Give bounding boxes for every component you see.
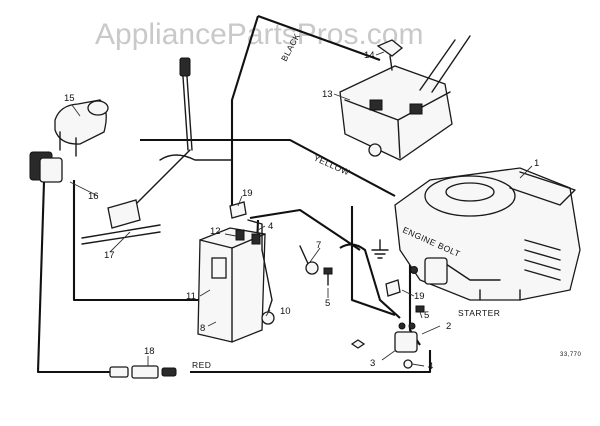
callout-14: 14 — [364, 50, 375, 61]
connector-plug — [29, 151, 63, 183]
callout-10: 10 — [280, 306, 291, 317]
cable-terminal — [305, 261, 319, 275]
callout-leaders — [69, 51, 533, 367]
throttle-knob — [179, 57, 191, 77]
callout-13: 13 — [322, 89, 333, 100]
safety-switch-assembly — [339, 35, 471, 161]
ignition-key-slot — [87, 100, 109, 116]
starter-cable — [339, 243, 401, 319]
callout-11: 11 — [186, 291, 196, 302]
callout-7: 7 — [316, 240, 321, 251]
callout-3: 3 — [370, 358, 375, 369]
engine-ground-cable — [350, 206, 396, 316]
callout-5-right: 5 — [424, 310, 429, 321]
figure-code: 33,770 — [560, 352, 582, 358]
callout-5-left: 5 — [325, 298, 330, 309]
black-wire-to-switch — [257, 15, 381, 61]
starter-solenoid — [394, 331, 418, 353]
callout-1: 1 — [534, 158, 539, 169]
callout-4-bottom: 4 — [428, 361, 433, 372]
callout-4-top: 4 — [268, 221, 273, 232]
callout-8: 8 — [200, 323, 205, 334]
harness-loop — [159, 154, 233, 161]
throttle-control — [81, 57, 193, 245]
switch-plunger — [376, 39, 404, 57]
label-yellow: YELLOW — [312, 153, 351, 178]
bolt-right — [415, 305, 425, 313]
black-wire — [230, 15, 260, 210]
watermark-text: AppliancePartsPros.com — [95, 18, 423, 51]
engine — [394, 167, 581, 301]
terminal-cover-right — [385, 279, 401, 297]
callout-12: 12 — [210, 226, 221, 237]
ground-nut — [261, 311, 275, 325]
callout-19-right: 19 — [414, 291, 425, 302]
yellow-wire — [140, 138, 396, 197]
callout-2: 2 — [446, 321, 451, 332]
solenoid-nut — [403, 359, 413, 369]
ground-symbol — [371, 239, 389, 259]
ignition-switch — [54, 99, 109, 157]
callout-17: 17 — [104, 250, 115, 261]
battery — [197, 219, 273, 343]
red-wire — [190, 350, 432, 374]
callout-15: 15 — [64, 93, 75, 104]
fuse-holder — [131, 365, 159, 379]
main-wire-left — [72, 180, 250, 302]
hex-nut — [350, 339, 366, 349]
callout-18: 18 — [144, 346, 155, 357]
bolt-left — [323, 267, 333, 275]
label-starter: STARTER — [458, 308, 500, 318]
fuse-holder-left — [109, 366, 129, 378]
safety-switch-housing — [339, 65, 453, 161]
switch-lever — [419, 39, 456, 91]
starter-motor — [424, 257, 448, 285]
fuse-holder-right — [161, 367, 177, 377]
callout-16: 16 — [88, 191, 99, 202]
callout-19-top: 19 — [242, 188, 253, 199]
battery-positive-cable — [249, 208, 361, 251]
main-wire-bottom — [36, 181, 110, 374]
throttle-bracket — [107, 199, 141, 229]
label-red: RED — [192, 360, 211, 370]
connector-plug-right — [39, 157, 63, 183]
